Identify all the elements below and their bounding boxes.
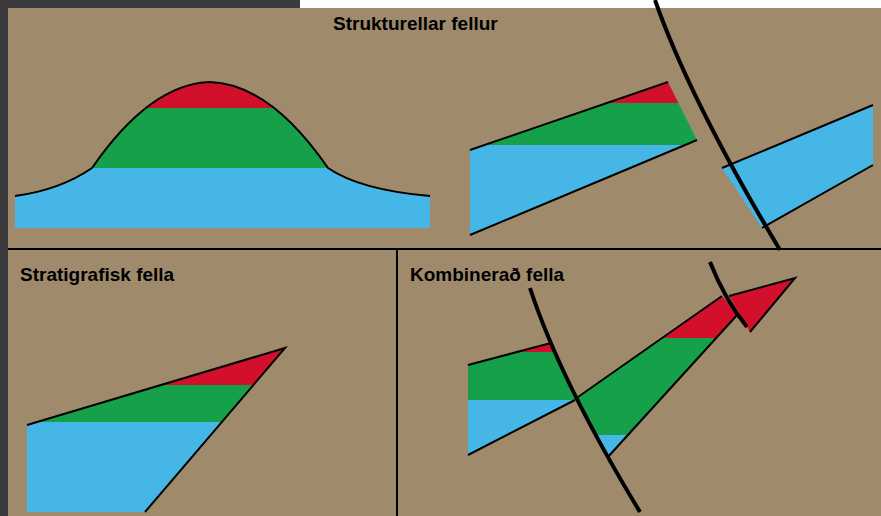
top-margin [300,0,881,8]
panel-divider [8,248,881,250]
panel-divider [396,249,398,516]
panel-heading: Strukturellar fellur [333,14,498,35]
panel-heading: Kombinerað fella [410,265,564,286]
fault-trap [470,0,873,250]
combined-trap [468,262,795,512]
anticline-trap [15,82,430,228]
panel-heading: Stratigrafisk fella [20,265,174,286]
pinchout-trap [27,348,285,512]
panel-ground [8,8,881,516]
